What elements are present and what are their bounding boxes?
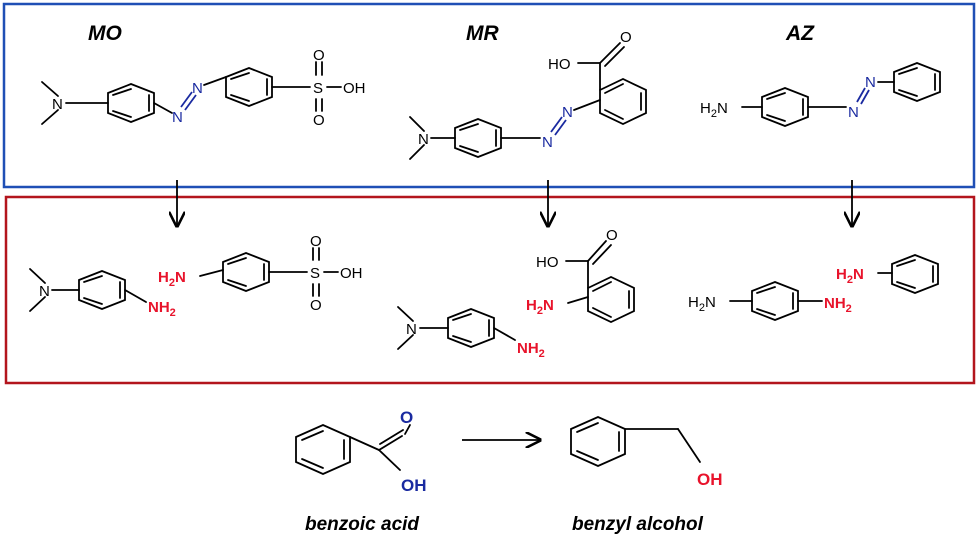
svg-text:S: S [313, 80, 323, 97]
products-mo: N NH2 H2N S O O OH [29, 233, 363, 319]
svg-text:H2N: H2N [688, 294, 716, 314]
title-mo: MO [88, 22, 122, 45]
title-mr: MR [466, 22, 499, 45]
svg-text:N: N [562, 104, 573, 121]
svg-text:O: O [606, 227, 618, 244]
svg-text:N: N [848, 104, 859, 121]
svg-text:H2N: H2N [158, 269, 186, 289]
molecule-mo: N N N S O O OH [41, 47, 366, 129]
dye-panel-border [2, 2, 976, 189]
svg-text:NH2: NH2 [517, 340, 545, 360]
svg-text:N: N [192, 80, 203, 97]
svg-text:HO: HO [548, 56, 571, 73]
svg-text:H2N: H2N [836, 266, 864, 286]
svg-text:O: O [310, 297, 322, 314]
svg-text:N: N [172, 109, 183, 126]
molecule-benzyl-alcohol: OH [570, 416, 723, 489]
molecule-mr: N N N O HO [409, 29, 647, 160]
title-az: AZ [785, 22, 815, 45]
svg-text:OH: OH [401, 476, 427, 495]
svg-text:O: O [310, 233, 322, 250]
svg-text:O: O [313, 47, 325, 64]
svg-text:OH: OH [697, 470, 723, 489]
svg-text:N: N [406, 321, 417, 338]
caption-benzyl-alcohol: benzyl alcohol [572, 514, 704, 535]
svg-text:N: N [865, 74, 876, 91]
svg-text:HO: HO [536, 254, 559, 271]
caption-benzoic-acid: benzoic acid [305, 514, 419, 535]
svg-text:N: N [418, 131, 429, 148]
svg-text:N: N [52, 96, 63, 113]
molecule-az: H2N N N [700, 62, 941, 127]
products-panel-border [4, 195, 976, 385]
svg-text:O: O [313, 112, 325, 129]
svg-text:OH: OH [340, 265, 363, 282]
products-mr: N NH2 H2N O HO [397, 227, 635, 360]
svg-text:O: O [620, 29, 632, 46]
products-az: H2N NH2 H2N [688, 254, 939, 321]
svg-text:N: N [542, 134, 553, 151]
svg-text:NH2: NH2 [824, 295, 852, 315]
svg-text:NH2: NH2 [148, 299, 176, 319]
molecule-benzoic-acid: O OH [295, 408, 427, 495]
svg-text:OH: OH [343, 80, 366, 97]
svg-text:O: O [400, 408, 413, 427]
svg-text:S: S [310, 265, 320, 282]
svg-text:H2N: H2N [526, 297, 554, 317]
svg-text:N: N [39, 283, 50, 300]
svg-text:H2N: H2N [700, 100, 728, 120]
